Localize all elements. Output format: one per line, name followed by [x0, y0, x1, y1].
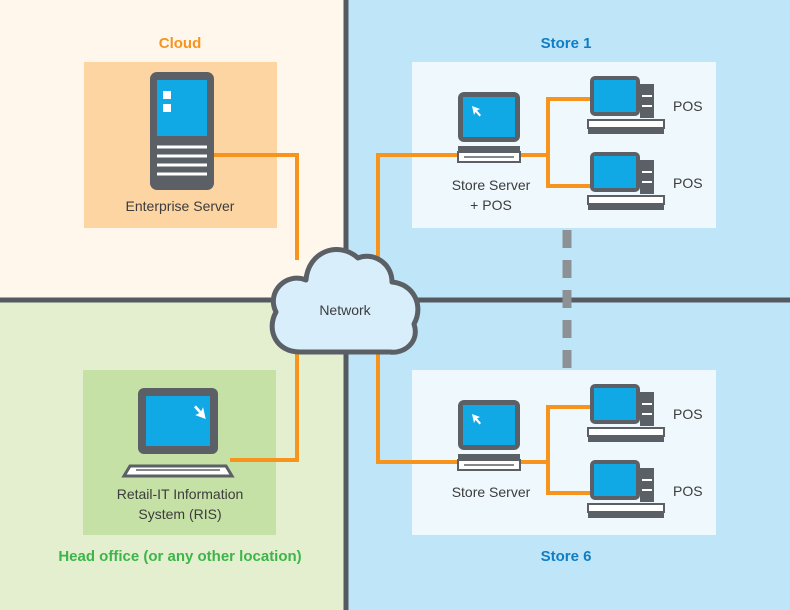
link-store6-pos-bottom — [520, 460, 590, 495]
store6-panel — [412, 370, 716, 535]
store1-server-label-line1: Store Server — [452, 177, 531, 193]
network-links — [214, 97, 590, 495]
cloud-icon — [269, 247, 421, 355]
store6-pos-bottom-icon — [587, 459, 665, 519]
link-enterprise-network — [214, 153, 299, 260]
enterprise-server-label: Enterprise Server — [126, 198, 235, 214]
store6-title: Store 6 — [541, 548, 592, 565]
store1-pos-top-label: POS — [673, 98, 703, 114]
store1-server-icon — [457, 91, 521, 163]
network-label: Network — [319, 302, 371, 318]
laptop-icon — [121, 388, 235, 478]
link-network-store6 — [376, 350, 460, 464]
store1-pos-top-icon — [587, 75, 665, 135]
link-ris-network — [230, 350, 299, 462]
link-network-store1 — [376, 153, 460, 260]
ris-label-line2: System (RIS) — [138, 506, 221, 522]
store6-server-label: Store Server — [452, 484, 531, 500]
store1-server-label-line2: + POS — [470, 197, 512, 213]
store1-pos-bottom-icon — [587, 151, 665, 211]
store6-server-icon — [457, 399, 521, 471]
store6-pos-bottom-label: POS — [673, 483, 703, 499]
server-icon — [150, 72, 214, 190]
store6-pos-top-label: POS — [673, 406, 703, 422]
cloud-title: Cloud — [159, 35, 202, 52]
store1-pos-bottom-label: POS — [673, 175, 703, 191]
head-office-title: Head office (or any other location) — [58, 548, 301, 565]
store1-panel — [412, 62, 716, 228]
ris-label-line1: Retail-IT Information — [117, 486, 244, 502]
link-store1-pos-bottom — [520, 153, 590, 188]
store1-title: Store 1 — [541, 35, 592, 52]
store6-pos-top-icon — [587, 383, 665, 443]
